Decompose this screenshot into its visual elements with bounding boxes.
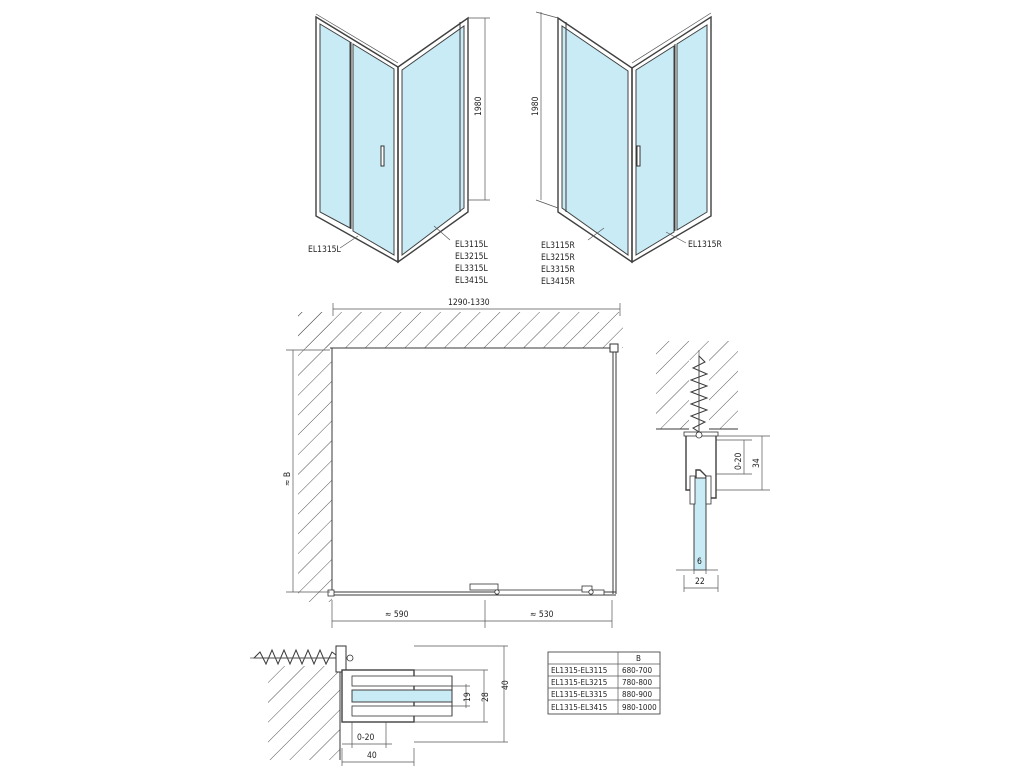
profile-right-glass-label: 6 — [697, 557, 702, 567]
profile-detail-bottom: 19 28 40 0-20 40 — [250, 645, 511, 766]
wall-anchor-bottom — [252, 648, 342, 666]
profile-bottom-adjust-label: 0-20 — [357, 733, 374, 743]
door-code-right: EL1315R — [688, 240, 723, 250]
panel-code-left-3: EL3315L — [455, 264, 489, 274]
panel-code-right-4: EL3415R — [541, 277, 576, 287]
size-table: B EL1315-EL3115 680-700 EL1315-EL3215 78… — [547, 651, 661, 715]
table-cell-b: 880-900 — [622, 690, 652, 699]
panel-code-right-1: EL3115R — [541, 241, 576, 251]
height-label-left: 1980 — [474, 96, 484, 116]
plan-depth-label: ≈ B — [283, 472, 293, 486]
table-cell-code: EL1315-EL3415 — [551, 703, 607, 712]
door-glass-sliding-right — [635, 45, 675, 256]
profile-detail-right: 0-20 34 6 22 — [656, 341, 770, 592]
plan-right-segment-label: ≈ 530 — [530, 610, 554, 620]
plan-width-label: 1290-1330 — [448, 298, 490, 308]
profile-bottom-h1-label: 19 — [463, 692, 473, 702]
table-cell-b: 780-800 — [622, 678, 652, 687]
table-cell-b: 980-1000 — [622, 703, 657, 712]
door-glass-fixed-right — [676, 24, 708, 231]
door-frame-right — [631, 15, 712, 264]
table-header-b: B — [636, 654, 641, 663]
door-handle-right — [636, 145, 641, 167]
plan-left-segment-label: ≈ 590 — [385, 610, 409, 620]
wall-detail-bottom — [268, 666, 340, 760]
profile-bottom-h3-label: 40 — [501, 680, 511, 690]
panel-code-left-4: EL3415L — [455, 276, 489, 286]
profile-bottom-h2-label: 28 — [481, 692, 491, 702]
height-label-right: 1980 — [531, 96, 541, 116]
shower-view-right: 1980 EL3115R EL3215R EL3315R EL3415R EL1… — [531, 11, 723, 287]
profile-bottom-width-label: 40 — [367, 751, 377, 761]
panel-code-right-2: EL3215R — [541, 253, 576, 263]
wall-top — [333, 312, 623, 348]
table-cell-code: EL1315-EL3215 — [551, 678, 607, 687]
wall-anchor-right — [689, 354, 709, 433]
side-glass-right — [561, 25, 629, 256]
door-handle-left — [380, 145, 385, 167]
panel-code-left-1: EL3115L — [455, 240, 489, 250]
door-code-left: EL1315L — [308, 245, 342, 255]
panel-code-right-3: EL3315R — [541, 265, 576, 275]
profile-right-width-label: 22 — [695, 577, 705, 587]
wall-left — [298, 312, 332, 602]
table-cell-b: 680-700 — [622, 666, 652, 675]
panel-code-left-2: EL3215L — [455, 252, 489, 262]
profile-right-adjust-label: 0-20 — [734, 453, 744, 470]
shower-view-left: 1980 EL1315L EL3115L EL3215L EL3315L EL3… — [308, 13, 490, 286]
door-glass-fixed-left — [319, 23, 351, 229]
glass-section-bottom — [351, 689, 453, 703]
door-glass-sliding-left — [352, 43, 395, 256]
table-cell-code: EL1315-EL3115 — [551, 666, 607, 675]
plan-view: 1290-1330 ≈ B ≈ 590 ≈ 530 — [283, 298, 623, 628]
table-cell-code: EL1315-EL3315 — [551, 690, 607, 699]
side-glass-left — [401, 25, 465, 257]
profile-right-height-label: 34 — [752, 458, 762, 468]
